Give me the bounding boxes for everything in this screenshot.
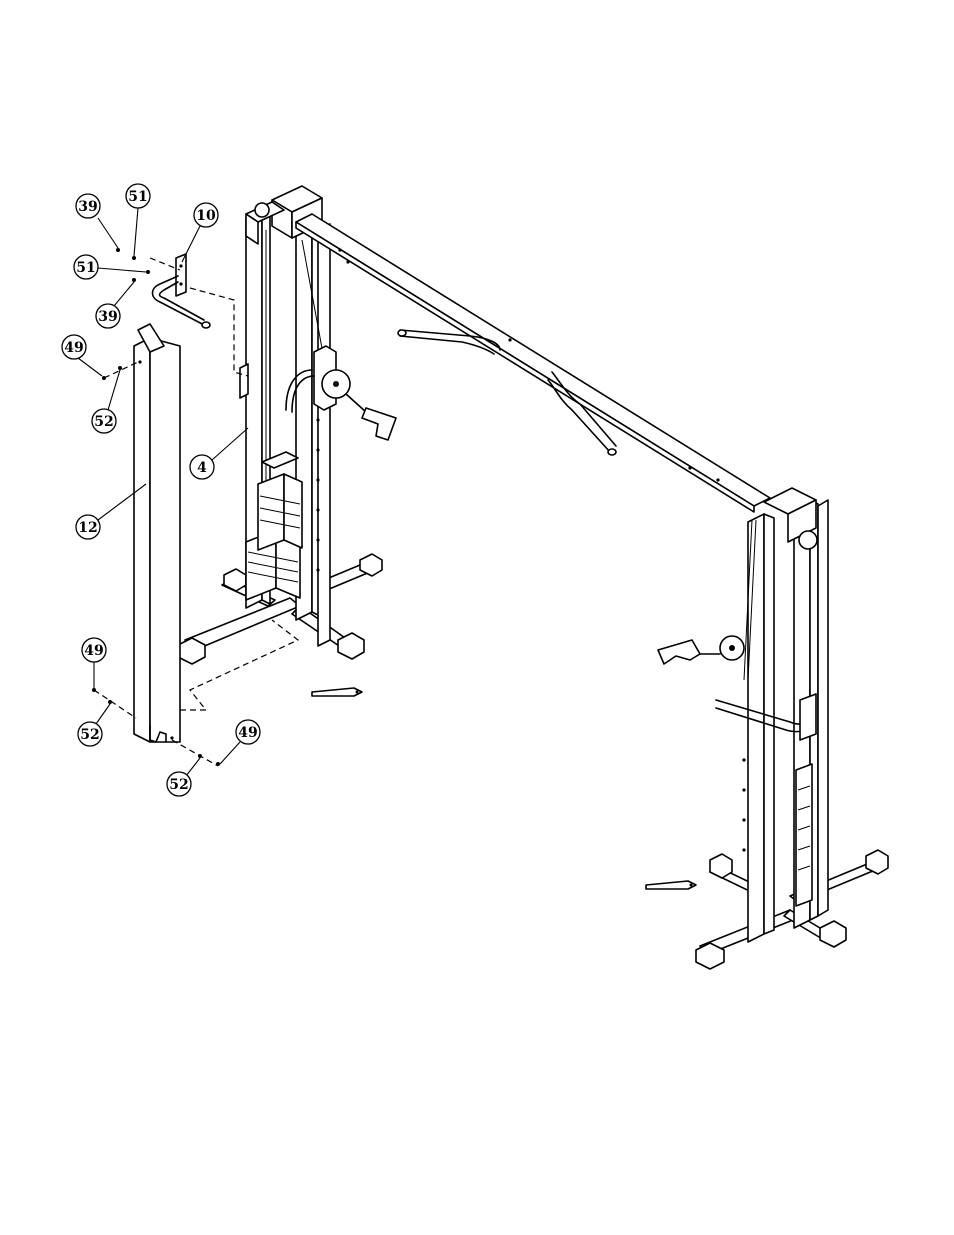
right-pulley-assembly xyxy=(658,636,744,664)
part-12-shroud xyxy=(134,324,180,742)
callout-4: 4 xyxy=(190,428,248,479)
callout-39-mid: 39 xyxy=(96,282,134,328)
right-tower xyxy=(658,488,888,969)
selector-pin-right xyxy=(646,881,696,889)
callout-10: 10 xyxy=(182,203,218,262)
callout-label: 10 xyxy=(196,208,216,224)
callout-label: 39 xyxy=(78,199,97,215)
callout-label: 39 xyxy=(98,309,117,325)
callout-label: 49 xyxy=(64,340,83,356)
callout-label: 12 xyxy=(78,520,97,536)
callout-49-bottom: 49 xyxy=(220,720,260,764)
callout-49-top: 49 xyxy=(62,335,102,376)
right-base xyxy=(696,850,888,969)
callout-label: 51 xyxy=(128,189,147,205)
callout-label: 4 xyxy=(197,460,207,476)
selector-pin-left xyxy=(312,688,362,696)
callout-label: 52 xyxy=(169,777,188,793)
callout-label: 52 xyxy=(94,414,113,430)
top-crossbar xyxy=(296,214,770,512)
callout-51-top: 51 xyxy=(126,184,150,256)
callout-label: 51 xyxy=(76,260,95,276)
callout-52-top: 52 xyxy=(92,370,120,433)
callout-39-top: 39 xyxy=(76,194,118,248)
callout-52-mid: 52 xyxy=(78,704,110,746)
callout-label: 52 xyxy=(80,727,99,743)
callout-label: 49 xyxy=(84,643,103,659)
callout-52-bottom: 52 xyxy=(167,758,200,796)
callout-label: 49 xyxy=(238,725,257,741)
callout-49-mid: 49 xyxy=(82,638,106,688)
